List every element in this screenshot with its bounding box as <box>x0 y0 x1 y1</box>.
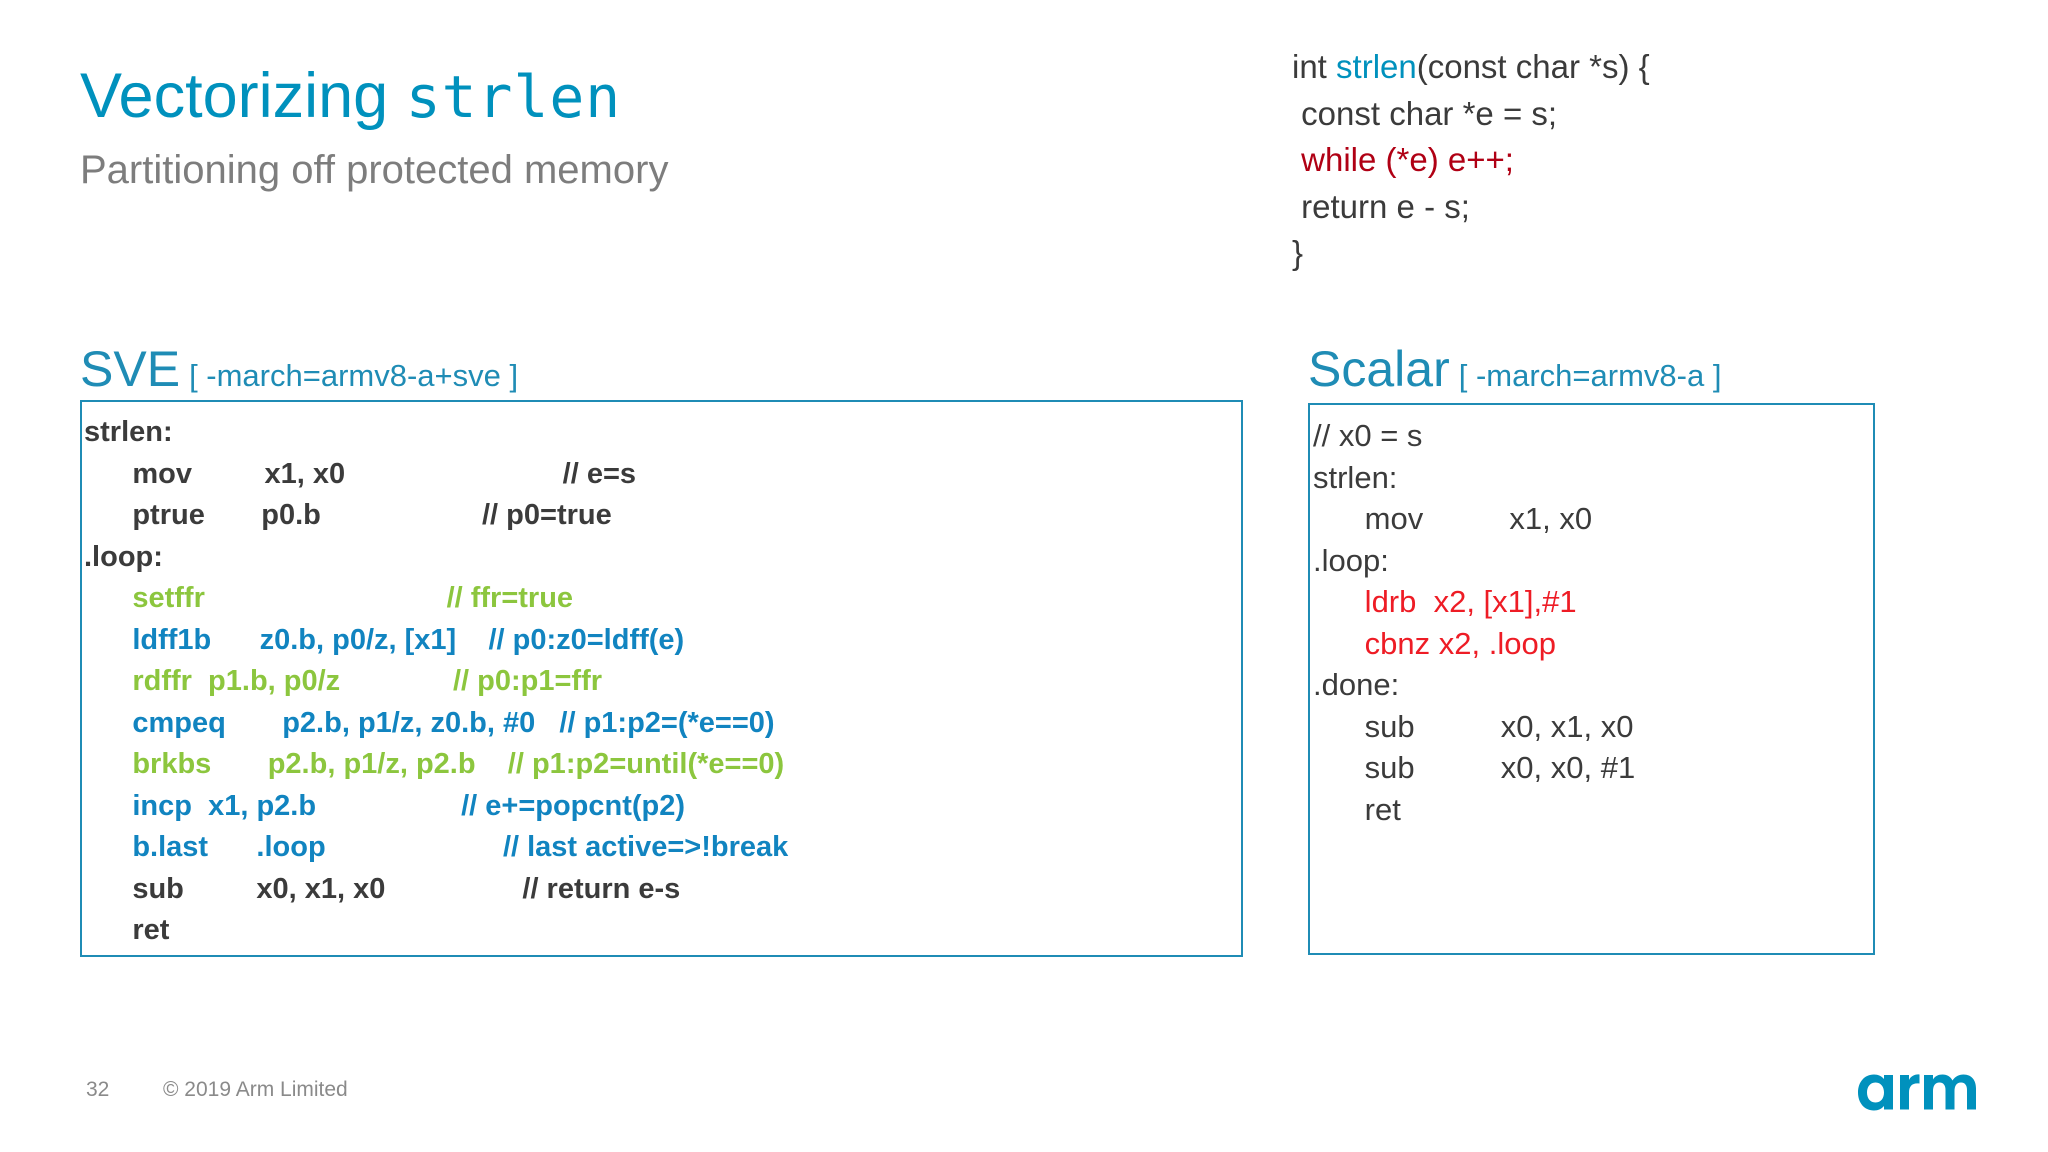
sve-section-heading: SVE[ -march=armv8-a+sve ] <box>80 340 518 398</box>
sve-code-line: strlen: <box>84 416 173 448</box>
sve-code-box: strlen: mov x1, x0 // e=s ptrue p0.b // … <box>80 400 1243 957</box>
page-title: Vectorizing strlen <box>80 62 1230 130</box>
scalar-code-line: ldrb x2, [x1],#1 <box>1313 584 1577 619</box>
c-source-line: const char *e = s; <box>1292 91 1650 138</box>
c-source-token: int <box>1292 48 1337 85</box>
c-source-token: const char *e = s; <box>1292 94 1558 132</box>
c-source-snippet: int strlen(const char *s) { const char *… <box>1292 44 1650 277</box>
title-block: Vectorizing strlen Partitioning off prot… <box>80 62 1230 193</box>
scalar-code-line: // x0 = s <box>1313 418 1423 453</box>
scalar-section-heading: Scalar[ -march=armv8-a ] <box>1308 340 1721 398</box>
footer-page-number: 32 <box>86 1078 110 1101</box>
scalar-code-line: .loop: <box>1313 542 1389 578</box>
page-subtitle: Partitioning off protected memory <box>80 148 669 193</box>
sve-code-line: mov x1, x0 // e=s <box>84 457 637 490</box>
page-title-main: Vectorizing <box>80 61 406 131</box>
c-source-line: return e - s; <box>1292 184 1650 231</box>
scalar-code-line: sub x0, x0, #1 <box>1313 750 1636 785</box>
scalar-code-line: .done: <box>1313 667 1400 702</box>
sve-code-line: brkbs p2.b, p1/z, p2.b // p1:p2=until(*e… <box>84 748 785 780</box>
arm-logo <box>1858 1074 1976 1111</box>
scalar-code-line: strlen: <box>1313 459 1398 495</box>
scalar-code-line: mov x1, x0 <box>1313 501 1593 536</box>
scalar-heading-flag: [ -march=armv8-a ] <box>1458 358 1722 393</box>
scalar-code-lines: // x0 = s strlen: mov x1, x0 .loop: ldrb x… <box>1310 405 1873 830</box>
c-source-line: int strlen(const char *s) { <box>1292 44 1650 91</box>
sve-code-line: b.last .loop // last active=>!break <box>84 831 789 863</box>
sve-code-line: sub x0, x1, x0 // return e-s <box>84 872 681 905</box>
sve-code-line: .loop: <box>84 540 163 573</box>
sve-code-line: cmpeq p2.b, p1/z, z0.b, #0 // p1:p2=(*e=… <box>84 706 775 739</box>
c-source-line: } <box>1292 230 1650 277</box>
sve-heading-flag: [ -march=armv8-a+sve ] <box>189 358 519 393</box>
page-title-mono: strlen <box>405 63 622 131</box>
scalar-code-box: // x0 = s strlen: mov x1, x0 .loop: ldrb x… <box>1308 403 1875 955</box>
footer-copyright: © 2019 Arm Limited <box>163 1078 348 1101</box>
c-source-token: (const char *s) { <box>1416 48 1650 85</box>
c-source-token: strlen <box>1336 48 1417 85</box>
scalar-code-line: sub x0, x1, x0 <box>1313 708 1634 744</box>
c-source-token: } <box>1292 234 1304 271</box>
scalar-heading-name: Scalar <box>1308 341 1450 397</box>
c-source-token: return e - s; <box>1292 187 1470 225</box>
sve-code-line: ptrue p0.b // p0=true <box>84 499 612 531</box>
sve-code-line: incp x1, p2.b // e+=popcnt(p2) <box>84 789 686 822</box>
sve-heading-name: SVE <box>80 341 181 397</box>
scalar-code-line: ret <box>1313 791 1401 827</box>
sve-code-lines: strlen: mov x1, x0 // e=s ptrue p0.b // … <box>82 402 1241 952</box>
c-source-token: while (*e) e++; <box>1292 141 1514 178</box>
scalar-code-line: cbnz x2, .loop <box>1313 625 1556 661</box>
sve-code-line: ret <box>84 914 170 946</box>
sve-code-line: ldff1b z0.b, p0/z, [x1] // p0:z0=ldff(e) <box>84 623 685 656</box>
sve-code-line: rdffr p1.b, p0/z // p0:p1=ffr <box>84 665 603 697</box>
c-source-line: while (*e) e++; <box>1292 137 1650 184</box>
sve-code-line: setffr // ffr=true <box>84 582 574 614</box>
